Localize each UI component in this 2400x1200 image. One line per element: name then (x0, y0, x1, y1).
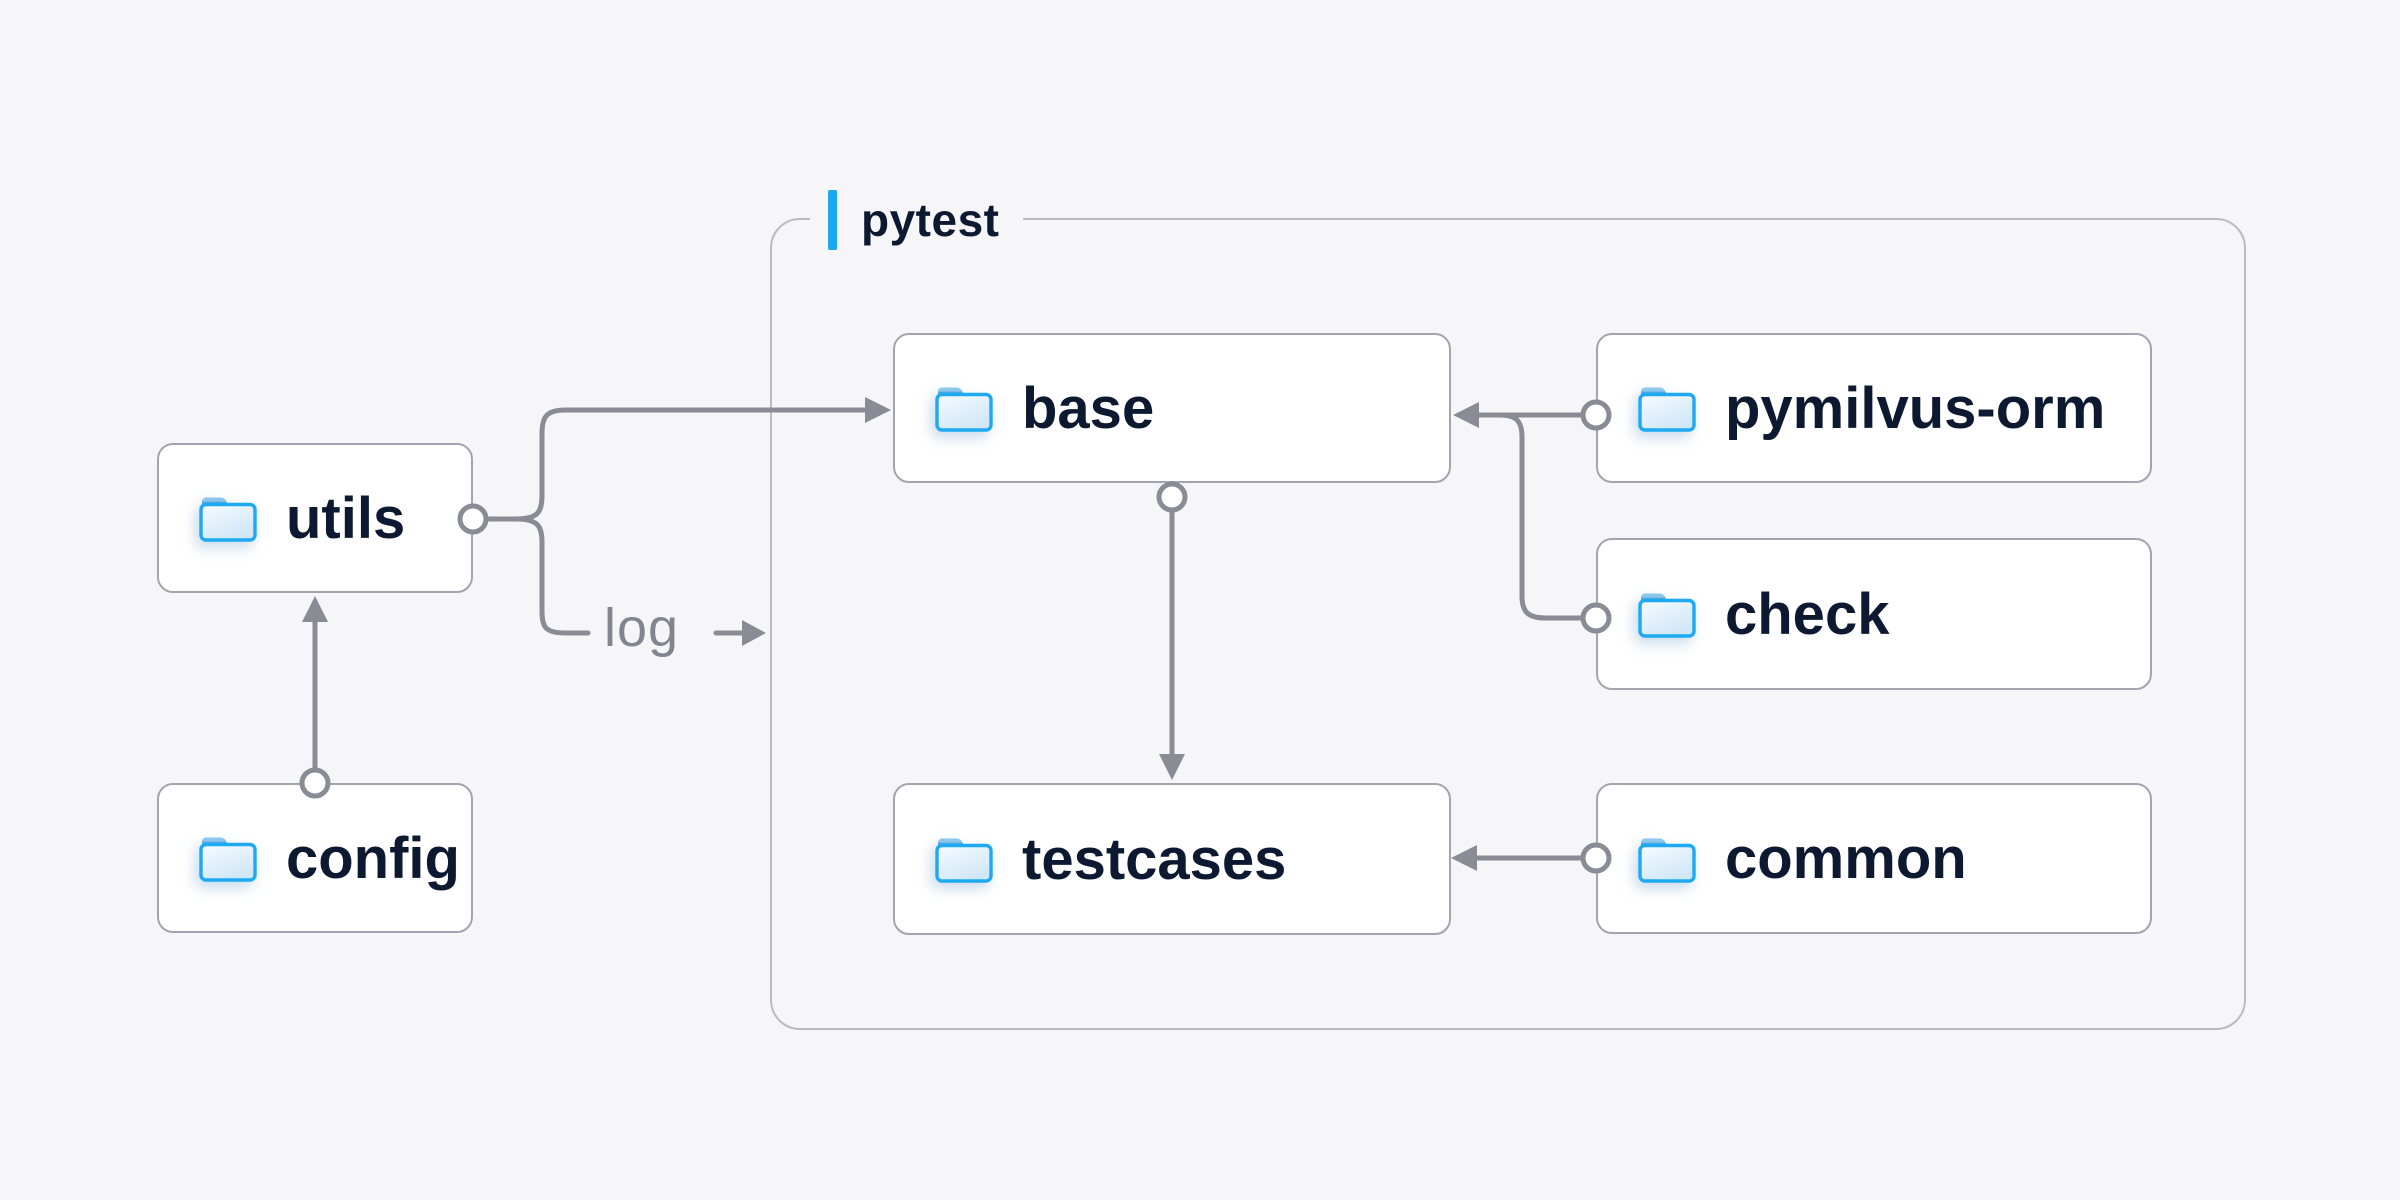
edge-utils-log (513, 516, 591, 636)
arrowhead-up-icon (302, 596, 328, 622)
node-label: check (1725, 581, 1890, 647)
node-label: common (1725, 826, 1967, 891)
pytest-group-label: pytest (810, 186, 1024, 254)
folder-icon (933, 382, 995, 434)
folder-icon (933, 833, 995, 885)
folder-icon (197, 832, 259, 884)
pytest-group-title: pytest (861, 194, 1000, 246)
node-pymilvus-orm: pymilvus-orm (1596, 333, 2152, 483)
pytest-group-container: pytest (770, 186, 2246, 1030)
edge-label-log: log (604, 598, 680, 658)
node-base: base (893, 333, 1451, 483)
node-check: check (1596, 538, 2152, 690)
folder-icon (1636, 382, 1698, 434)
node-utils: utils (157, 443, 473, 593)
node-label: pymilvus-orm (1725, 375, 2106, 441)
folder-icon (197, 492, 259, 544)
accent-bar-icon (828, 190, 837, 250)
folder-icon (1636, 588, 1698, 640)
node-config: config (157, 783, 473, 933)
arrowhead-right-icon (742, 620, 766, 646)
node-label: base (1022, 375, 1155, 441)
node-testcases: testcases (893, 783, 1451, 935)
folder-icon (1636, 833, 1698, 885)
node-label: testcases (1022, 826, 1287, 892)
node-common: common (1596, 783, 2152, 934)
node-label: utils (286, 485, 406, 551)
node-label: config (286, 825, 460, 891)
